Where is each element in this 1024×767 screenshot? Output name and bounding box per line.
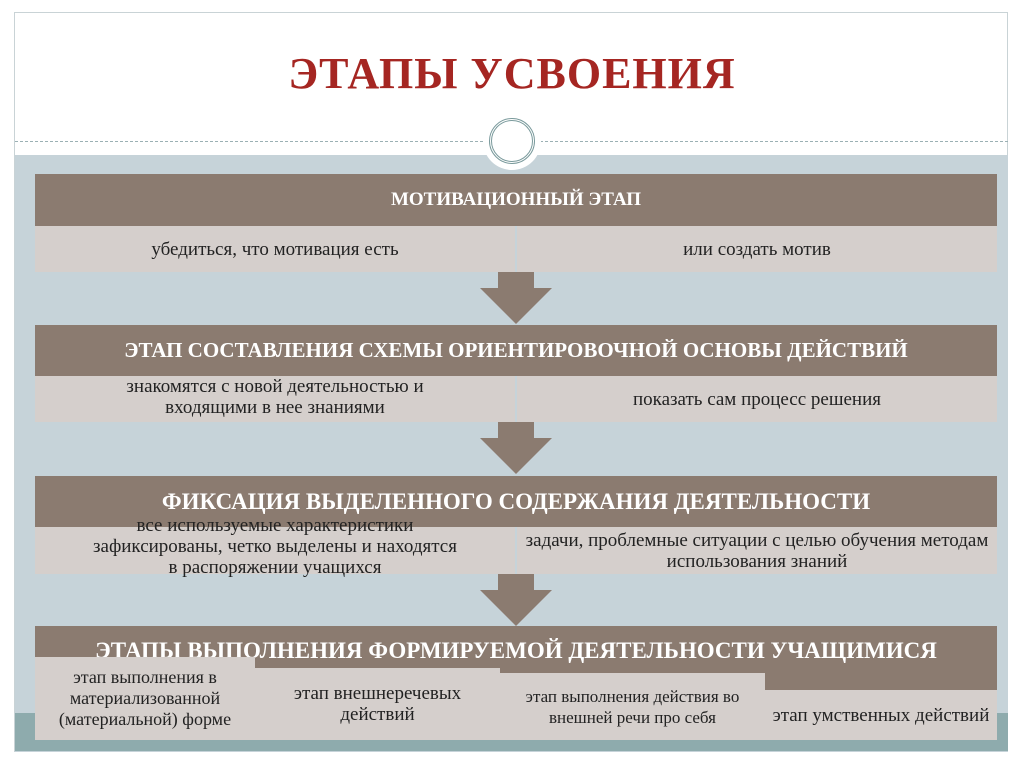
stage-1-cell-2: или создать мотив (517, 226, 997, 272)
stage-2-cell-1: знакомятся с новой деятельностью и входя… (35, 376, 515, 422)
stage-2-cell-2: показать сам процесс решения (517, 376, 997, 422)
down-arrow-icon (480, 574, 552, 626)
stage-4-cell-2: этап внешнеречевых действий (255, 668, 500, 740)
stage-3-cell-1: все используемые характеристики зафиксир… (93, 515, 457, 578)
stage-1-cell-1: убедиться, что мотивация есть (35, 226, 515, 272)
stage-3-header: ФИКСАЦИЯ ВЫДЕЛЕННОГО СОДЕРЖАНИЯ ДЕЯТЕЛЬН… (35, 476, 997, 527)
stage-2-header: ЭТАП СОСТАВЛЕНИЯ СХЕМЫ ОРИЕНТИРОВОЧНОЙ О… (35, 325, 997, 376)
down-arrow-icon (480, 422, 552, 474)
down-arrow-icon (480, 272, 552, 324)
stage-4-cell-4: этап умственных действий (765, 690, 997, 740)
circle-ornament-icon (483, 112, 541, 170)
stage-3-cell-2: задачи, проблемные ситуации с целью обуч… (517, 527, 997, 574)
stage-3-cell-1-bg (35, 527, 515, 574)
slide-title: ЭТАПЫ УСВОЕНИЯ (288, 49, 736, 98)
stage-4-cell-3: этап выполнения действия во внешней речи… (500, 673, 765, 740)
stage-4-cell-1: этап выполнения в материализованной (мат… (35, 657, 255, 740)
stage-1-header: МОТИВАЦИОННЫЙ ЭТАП (35, 174, 997, 226)
